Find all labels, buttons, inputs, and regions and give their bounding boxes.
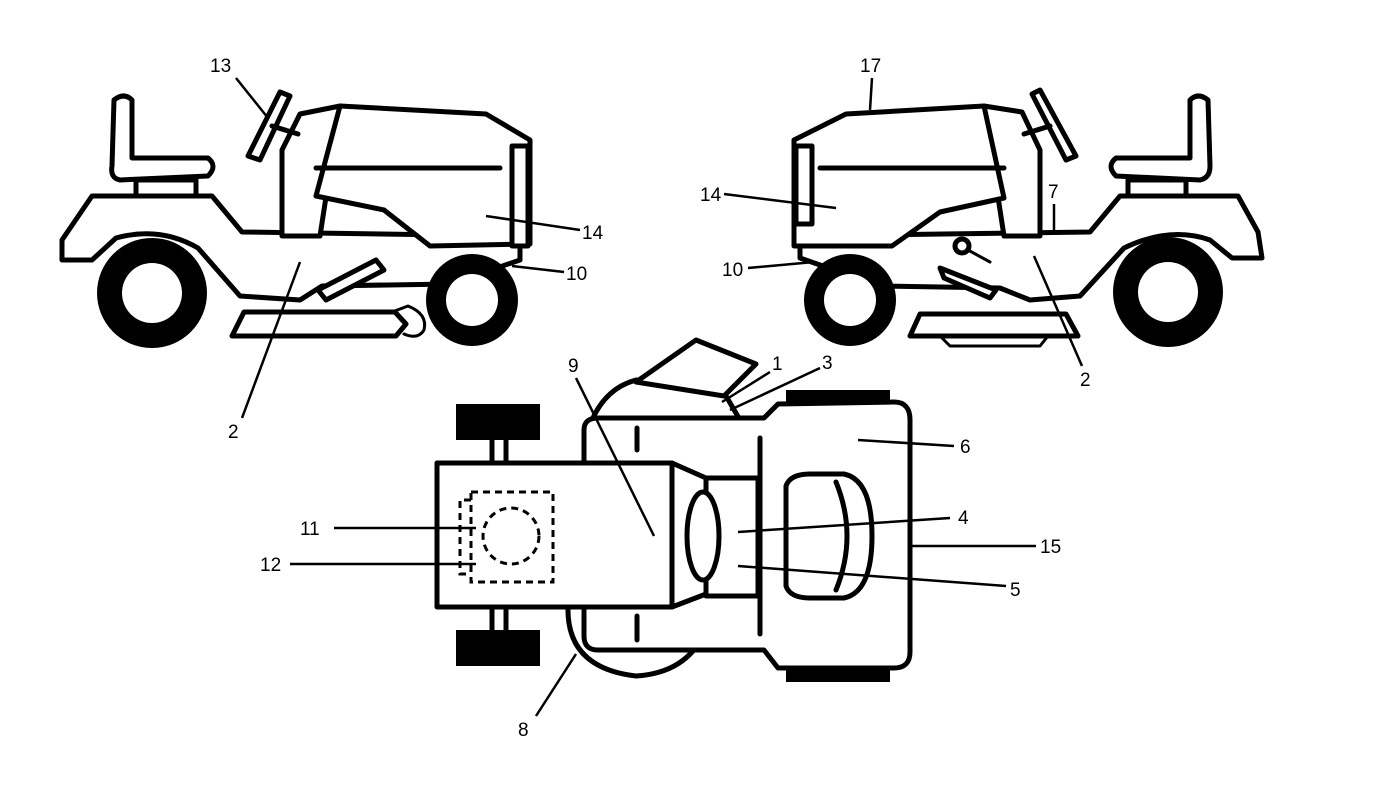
callout-12: 12 <box>260 555 281 576</box>
chute-deflector <box>633 337 759 399</box>
seat-top <box>783 471 875 601</box>
callout-14-left: 14 <box>582 223 604 244</box>
engine-outline <box>469 490 555 584</box>
front-axle-top <box>489 437 509 465</box>
leader-6 <box>857 438 955 448</box>
leader-14-left <box>485 214 581 232</box>
mower-deck <box>229 309 409 339</box>
callout-15: 15 <box>1040 537 1061 558</box>
callout-9: 9 <box>568 356 579 377</box>
callout-13: 13 <box>210 56 231 77</box>
deck-skirt <box>938 334 1050 348</box>
callout-labels: 13 14 10 2 17 14 7 10 2 9 1 3 6 4 15 5 1… <box>210 56 1091 741</box>
leader-lines <box>235 77 1084 717</box>
callout-4: 4 <box>958 508 969 529</box>
callout-10-left: 10 <box>566 264 587 285</box>
leader-14-right <box>723 192 837 210</box>
hood <box>313 103 533 249</box>
callout-7: 7 <box>1048 182 1059 203</box>
leader-3 <box>729 366 821 412</box>
callout-6: 6 <box>960 437 971 458</box>
leader-9 <box>574 377 656 537</box>
callout-11: 11 <box>300 519 320 540</box>
seat-back-top <box>833 479 850 593</box>
lever-knob <box>952 236 972 256</box>
engine-bracket <box>458 498 471 576</box>
leader-2-right <box>1032 255 1084 367</box>
leader-2-left <box>240 261 302 419</box>
callout-10-right: 10 <box>722 260 743 281</box>
steering-wheel-top <box>684 489 722 583</box>
leader-8 <box>534 653 578 717</box>
front-wheel-bottom <box>456 630 540 666</box>
rear-wheel-bottom <box>786 668 890 682</box>
front-wheel-top <box>456 404 540 440</box>
callout-2-left: 2 <box>228 422 239 443</box>
seat <box>109 93 216 183</box>
steering-column <box>269 123 301 137</box>
seat-base <box>133 177 199 199</box>
mower-deck <box>907 311 1081 339</box>
engine-air-filter <box>481 506 541 566</box>
grille <box>793 143 815 227</box>
seat-base <box>1125 177 1189 199</box>
leader-10-left <box>511 264 565 274</box>
brake-pedal <box>315 257 387 303</box>
lift-lever <box>937 265 999 301</box>
callout-8: 8 <box>518 720 529 741</box>
front-axle-bottom <box>489 605 509 633</box>
callout-2-right: 2 <box>1080 370 1091 391</box>
callout-14-right: 14 <box>700 185 722 206</box>
callout-5: 5 <box>1010 580 1021 601</box>
leader-5 <box>737 564 1007 588</box>
lever-shaft <box>966 248 992 264</box>
deck-discharge-chute <box>390 304 427 338</box>
callout-17: 17 <box>860 56 881 77</box>
leader-1 <box>721 370 771 404</box>
seat <box>1108 93 1213 183</box>
steering-wheel <box>1029 87 1079 163</box>
grille <box>509 143 531 249</box>
tractor-top-view <box>434 337 913 682</box>
callout-1: 1 <box>772 354 783 375</box>
tractor-right-side-view <box>791 87 1265 348</box>
leader-17 <box>868 77 874 111</box>
leader-10-right <box>747 260 815 270</box>
leader-4 <box>737 516 951 534</box>
callout-3: 3 <box>822 353 833 374</box>
hood <box>791 103 1007 249</box>
tractor-left-side-view <box>59 89 533 348</box>
leader-13 <box>235 77 269 119</box>
steering-wheel <box>245 89 293 163</box>
steering-column <box>1021 123 1053 137</box>
